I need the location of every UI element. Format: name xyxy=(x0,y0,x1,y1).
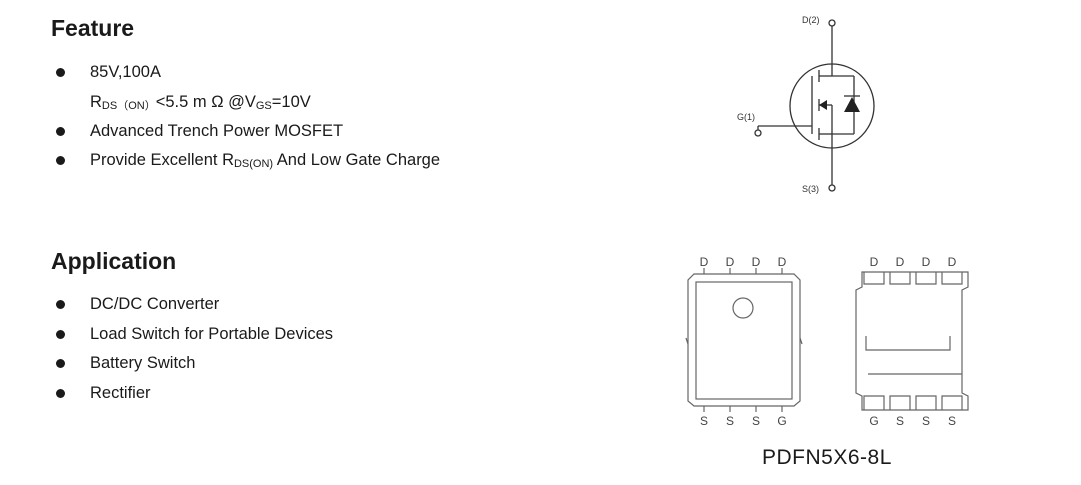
bullet-icon xyxy=(56,126,65,136)
pin-label: D xyxy=(752,255,761,269)
gate-terminal-icon xyxy=(754,129,762,137)
pin-label: S xyxy=(948,414,956,428)
drain-label: D(2) xyxy=(802,15,820,25)
pin-label: S xyxy=(700,414,708,428)
feature-heading: Feature xyxy=(51,15,135,41)
rds-spec: RDS（ON）<5.5 m Ω @VGS=10V xyxy=(90,92,311,112)
list-item: Provide Excellent RDS(ON) And Low Gate C… xyxy=(56,146,440,176)
package-top-view xyxy=(687,273,801,407)
pin-label: D xyxy=(896,255,905,269)
bullet-icon xyxy=(56,329,65,339)
pin-label: D xyxy=(778,255,787,269)
bullet-icon xyxy=(56,388,65,398)
list-item: DC/DC Converter xyxy=(56,290,333,320)
source-label: S(3) xyxy=(802,184,819,194)
bullet-icon xyxy=(56,68,65,77)
application-heading: Application xyxy=(51,248,177,274)
drain-terminal-icon xyxy=(828,19,836,27)
pin-label: D xyxy=(726,255,735,269)
source-terminal-icon xyxy=(828,184,836,192)
gate-label: G(1) xyxy=(737,112,755,122)
pin-label: G xyxy=(777,414,786,428)
body-diode-icon xyxy=(844,97,860,112)
package-name: PDFN5X6-8L xyxy=(762,446,892,469)
application-list: DC/DC Converter Load Switch for Portable… xyxy=(56,290,333,408)
package-outline: D D D D S S S G D D D D G S S S xyxy=(685,255,969,428)
feature-list: 85V,100A RDS（ON）<5.5 m Ω @VGS=10V Advanc… xyxy=(56,58,440,176)
list-item: Battery Switch xyxy=(56,349,333,379)
list-item: 85V,100A xyxy=(56,58,440,88)
pin-label: D xyxy=(948,255,957,269)
bullet-icon xyxy=(56,359,65,368)
pin-label: S xyxy=(896,414,904,428)
bullet-icon xyxy=(56,300,65,309)
list-item: Rectifier xyxy=(56,379,333,409)
bullet-icon xyxy=(56,156,65,165)
package-bottom-view xyxy=(855,271,969,411)
pin-label: S xyxy=(726,414,734,428)
rating-text: 85V,100A xyxy=(90,63,161,81)
list-item: Load Switch for Portable Devices xyxy=(56,320,333,350)
pin-label: D xyxy=(922,255,931,269)
list-item: Advanced Trench Power MOSFET xyxy=(56,117,440,147)
pin-label: D xyxy=(700,255,709,269)
mosfet-symbol: D(2) G(1) S(3) xyxy=(737,15,875,194)
pin-label: S xyxy=(752,414,760,428)
pin-label: D xyxy=(870,255,879,269)
pin1-marker-icon xyxy=(732,297,754,319)
pin-label: S xyxy=(922,414,930,428)
pin-label: G xyxy=(869,414,878,428)
